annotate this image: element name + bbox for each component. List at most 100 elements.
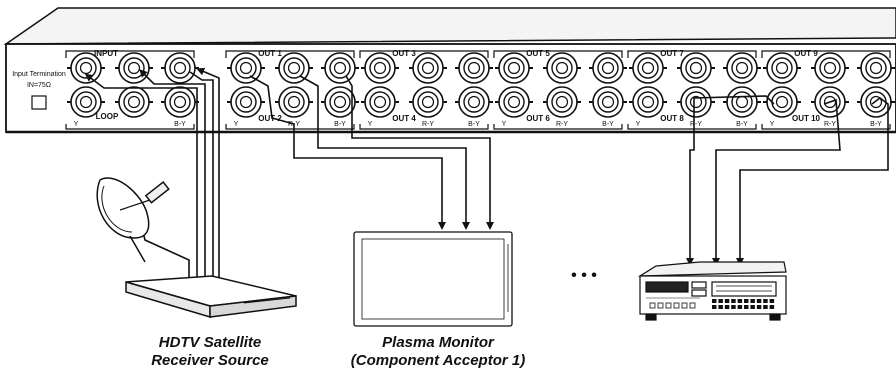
- bracket-bottom: [493, 124, 623, 130]
- out3-bnc-1[interactable]: [361, 52, 399, 84]
- output-label-bottom: OUT 8: [660, 114, 684, 123]
- cable-out10-ry: [712, 98, 841, 266]
- out9-bnc-2[interactable]: [811, 52, 849, 84]
- source-caption-line1: HDTV Satellite: [158, 334, 262, 351]
- connector-sublabel: B-Y: [602, 121, 614, 128]
- input-label: INPUT: [94, 49, 118, 58]
- termination-switch[interactable]: Input Termination IN=75Ω: [12, 71, 66, 110]
- out3-bnc-3[interactable]: [455, 52, 493, 84]
- loop-bnc-1[interactable]: [67, 86, 105, 118]
- bracket-bottom: [761, 124, 891, 130]
- out4-bnc-2[interactable]: [409, 86, 447, 118]
- connector-sublabel: Y: [502, 121, 507, 128]
- bracket-top: [761, 50, 891, 58]
- out4-bnc-3[interactable]: [455, 86, 493, 118]
- connector-sublabel: R-Y: [824, 121, 836, 128]
- output-label-top: OUT 9: [794, 49, 818, 58]
- cable-input-y: [84, 73, 198, 285]
- connector-sublabel: B-Y: [174, 121, 186, 128]
- ellipsis-text: • • •: [571, 267, 597, 284]
- cable-input-by: [189, 71, 214, 285]
- connector-sublabel: B-Y: [736, 121, 748, 128]
- vcr-icon: [637, 261, 787, 321]
- termination-button[interactable]: [31, 95, 47, 110]
- out1-bnc-1[interactable]: [227, 52, 265, 84]
- loop-bnc-2[interactable]: [115, 86, 153, 118]
- output-label-top: OUT 3: [392, 49, 416, 58]
- out8-bnc-1[interactable]: [629, 86, 667, 118]
- cable-out1-y: [249, 75, 446, 230]
- bracket-top: [359, 50, 489, 58]
- connector-sublabel: Y: [636, 121, 641, 128]
- bracket-top: [627, 50, 757, 58]
- connector-sublabel: Y: [234, 121, 239, 128]
- out10-bnc-1[interactable]: [763, 86, 801, 118]
- loop-label: LOOP: [96, 112, 119, 121]
- connector-sublabel: B-Y: [334, 121, 346, 128]
- out6-bnc-1[interactable]: [495, 86, 533, 118]
- out2-bnc-2[interactable]: [275, 86, 313, 118]
- hdtv-receiver-icon: [125, 275, 297, 319]
- out7-bnc-3[interactable]: [723, 52, 761, 84]
- monitor-caption-line2: (Component Acceptor 1): [350, 352, 526, 369]
- satellite-dish-icon: [96, 177, 170, 263]
- plasma-monitor-icon: [353, 231, 513, 327]
- bracket-bottom: [359, 124, 489, 130]
- monitor-caption: Plasma Monitor (Component Acceptor 1): [338, 334, 538, 370]
- cable-out1-ry: [299, 75, 470, 230]
- cable-input-by-b: [196, 67, 220, 285]
- out7-bnc-2[interactable]: [677, 52, 715, 84]
- out9-bnc-3[interactable]: [857, 52, 895, 84]
- connector-sublabel: Y: [770, 121, 775, 128]
- out6-bnc-3[interactable]: [589, 86, 627, 118]
- cables: [84, 67, 889, 285]
- bracket-top: [65, 50, 195, 58]
- group-brackets: [65, 50, 891, 130]
- out7-bnc-1[interactable]: [629, 52, 667, 84]
- output-label-top: OUT 5: [526, 49, 550, 58]
- bracket-bottom: [225, 124, 355, 130]
- connector-sublabel: R-Y: [690, 121, 702, 128]
- out4-bnc-1[interactable]: [361, 86, 399, 118]
- cable-out1-by: [345, 75, 494, 230]
- output-label-top: OUT 1: [258, 49, 282, 58]
- output-label-top: OUT 7: [660, 49, 684, 58]
- out9-bnc-1[interactable]: [763, 52, 801, 84]
- out3-bnc-2[interactable]: [409, 52, 447, 84]
- out2-bnc-3[interactable]: [321, 86, 359, 118]
- termination-label: Input Termination: [12, 71, 66, 78]
- connector-sublabel: Y: [74, 121, 79, 128]
- bracket-bottom: [65, 124, 195, 130]
- termination-value: IN=75Ω: [27, 82, 51, 89]
- out5-bnc-3[interactable]: [589, 52, 627, 84]
- connector-sublabel: B-Y: [468, 121, 480, 128]
- bracket-top: [225, 50, 355, 58]
- output-label-bottom: OUT 10: [792, 114, 821, 123]
- group-labels: INPUT LOOP OUT 1 OUT 2 OUT 3 OUT 4 OUT 5 OUT …: [94, 49, 821, 123]
- out2-bnc-1[interactable]: [227, 86, 265, 118]
- cable-out10-by: [736, 97, 889, 266]
- connector-sublabel: B-Y: [870, 121, 882, 128]
- connector-sublabel: R-Y: [556, 121, 568, 128]
- output-label-bottom: OUT 2: [258, 114, 282, 123]
- bracket-bottom: [627, 124, 757, 130]
- output-label-bottom: OUT 6: [526, 114, 550, 123]
- out1-bnc-2[interactable]: [275, 52, 313, 84]
- cable-input-ry: [139, 69, 206, 285]
- out5-bnc-1[interactable]: [495, 52, 533, 84]
- out10-bnc-3[interactable]: [857, 86, 895, 118]
- connector-sublabel: Y: [368, 121, 373, 128]
- bnc-connectors: [67, 52, 895, 118]
- loop-bnc-3[interactable]: [161, 86, 199, 118]
- source-caption: HDTV Satellite Receiver Source: [130, 334, 290, 370]
- out1-bnc-3[interactable]: [321, 52, 359, 84]
- source-caption-line2: Receiver Source: [151, 352, 269, 369]
- output-label-bottom: OUT 4: [392, 114, 416, 123]
- input-bnc-3[interactable]: [161, 52, 199, 84]
- connector-sublabel: R-Y: [422, 121, 434, 128]
- cable-out10-y: [686, 95, 775, 266]
- out6-bnc-2[interactable]: [543, 86, 581, 118]
- out5-bnc-2[interactable]: [543, 52, 581, 84]
- bracket-top: [493, 50, 623, 58]
